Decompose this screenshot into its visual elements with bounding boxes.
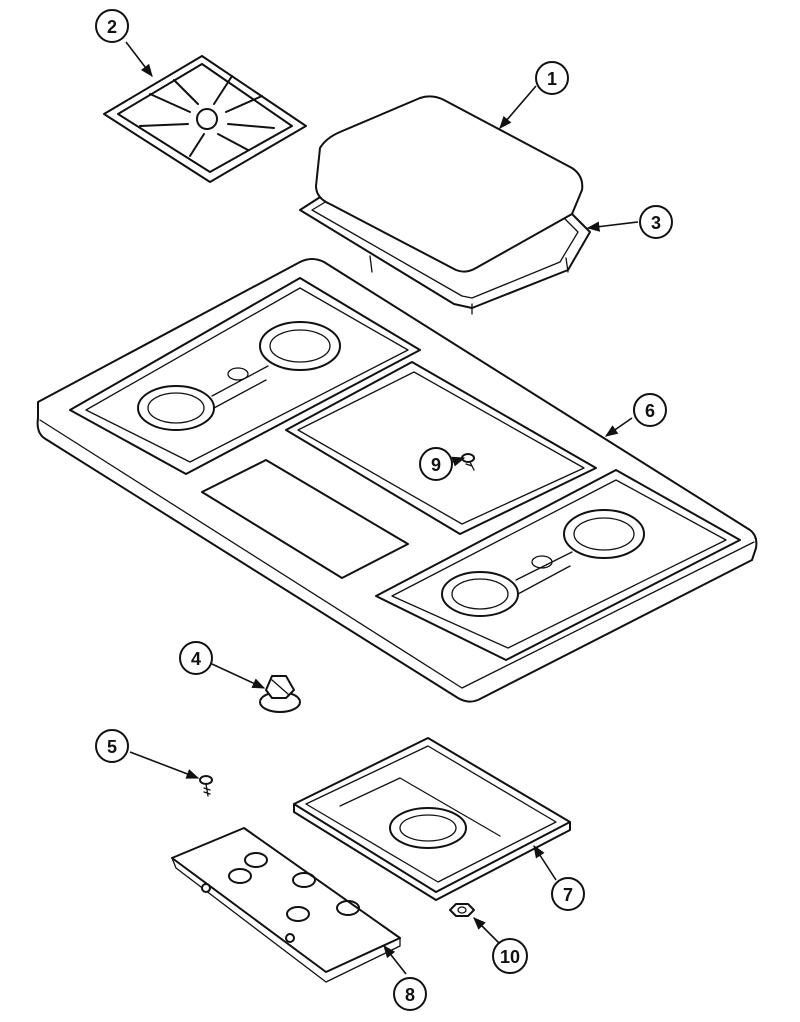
leader-2 (125, 41, 153, 78)
hex-nut (449, 903, 475, 917)
callout-2-label: 2 (107, 17, 117, 37)
leader-10 (473, 917, 501, 945)
callout-6: 6 (633, 393, 667, 427)
leader-3 (586, 221, 639, 232)
leader-6 (604, 417, 633, 437)
callout-5-label: 5 (107, 737, 117, 757)
screw-small-left (199, 775, 213, 797)
leader-7 (533, 844, 557, 881)
callout-4-label: 4 (191, 649, 201, 669)
burner-box (293, 737, 571, 901)
callout-2: 2 (95, 9, 129, 43)
griddle-cover (315, 95, 584, 273)
callout-7-label: 7 (563, 885, 573, 905)
screw-small-top (461, 453, 475, 471)
control-knob (259, 675, 301, 713)
callout-10: 10 (492, 938, 528, 974)
callout-7: 7 (551, 877, 585, 911)
callout-4: 4 (179, 641, 213, 675)
callout-3: 3 (639, 205, 673, 239)
callout-5: 5 (95, 729, 129, 763)
callout-8-label: 8 (405, 985, 415, 1005)
callout-1: 1 (535, 61, 569, 95)
callout-8: 8 (393, 977, 427, 1011)
callout-9: 9 (419, 447, 453, 481)
leader-5 (129, 751, 200, 779)
callout-6-label: 6 (645, 401, 655, 421)
callout-9-label: 9 (431, 455, 441, 475)
leader-4 (211, 663, 266, 689)
callout-3-label: 3 (651, 213, 661, 233)
burner-support-plate (171, 827, 401, 983)
leader-9 (451, 456, 466, 467)
callout-1-label: 1 (547, 69, 557, 89)
leader-8 (383, 944, 407, 975)
callout-10-label: 10 (500, 947, 520, 967)
leader-1 (499, 85, 537, 129)
burner-grate (103, 55, 307, 183)
cooktop-panel (36, 258, 758, 703)
